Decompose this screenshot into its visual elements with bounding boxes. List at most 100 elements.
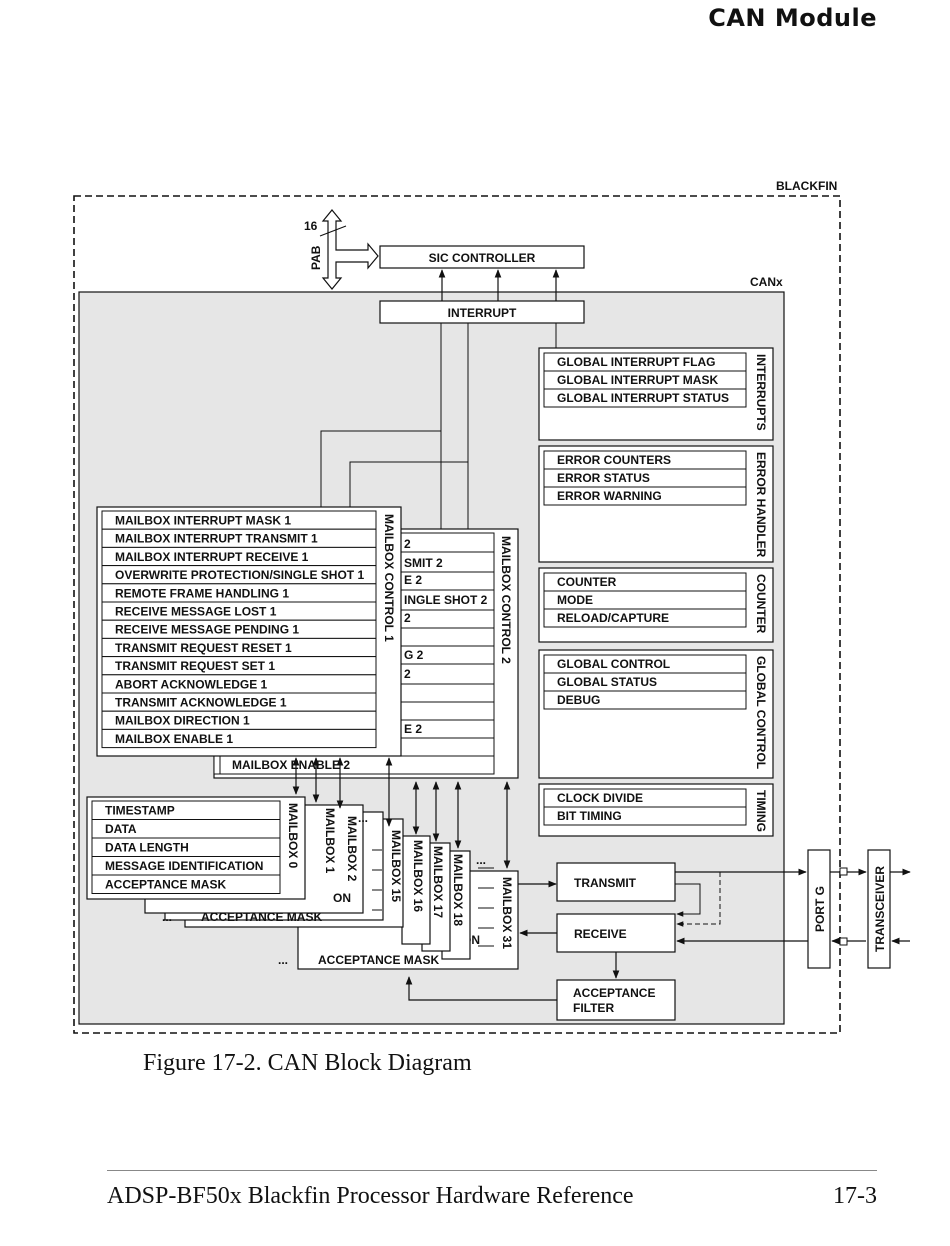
mailbox-control-1-register: OVERWRITE PROTECTION/SINGLE SHOT 1 [115,568,364,582]
mailbox-control-1-register: TRANSMIT ACKNOWLEDGE 1 [115,696,287,710]
counter-register: MODE [557,593,593,607]
loopback-dashed-line [676,872,721,927]
acceptance-filter-box [556,979,676,1021]
mailbox-card [401,835,431,945]
mailbox-control-1-register: MAILBOX ENABLE 1 [115,732,233,746]
figure-caption: Figure 17-2. CAN Block Diagram [143,1050,472,1076]
transceiver-label: TRANSCEIVER [873,866,887,952]
mailbox-control-2-fragment: SMIT 2 [404,556,443,570]
mailbox-control-1-register: TRANSMIT REQUEST SET 1 [115,659,275,673]
stack-1-ellipsis-top: ... [358,811,368,825]
canx-label: CANx [750,275,783,289]
error-handler-title: ERROR HANDLER [754,452,768,558]
interrupts-register: GLOBAL INTERRUPT MASK [557,373,718,387]
mailbox-0-field: ACCEPTANCE MASK [105,878,226,892]
interrupt-box [379,300,585,324]
mailbox-0-field-box [91,874,281,894]
sic-controller-box [379,245,585,269]
port-g-box [807,849,831,969]
counter-register-box [543,608,747,628]
mailbox-control-1-register: MAILBOX DIRECTION 1 [115,714,250,728]
transmit-internal-line [675,883,701,917]
mailbox-title: MAILBOX 1 [323,808,337,874]
mailbox-enable-2: MAILBOX ENABLE 2 [232,758,350,772]
timing-register: BIT TIMING [557,809,622,823]
mailbox-control-2-fragment: E 2 [404,573,422,587]
interrupts-register: GLOBAL INTERRUPT STATUS [557,391,729,405]
timing-title: TIMING [754,790,768,832]
mailbox-control-1-register: TRANSMIT REQUEST RESET 1 [115,641,292,655]
mailbox-control-2-fragment: G 2 [404,648,424,662]
mailbox-0-field: TIMESTAMP [105,804,175,818]
stack-2-ellipsis-bottom: ... [278,953,288,967]
mailbox-control-1-register: ABORT ACKNOWLEDGE 1 [115,677,268,691]
error-handler-register: ERROR COUNTERS [557,453,671,467]
interrupt-label: INTERRUPT [448,306,517,320]
interrupts-register-box [543,388,747,408]
footer-page-number: 17-3 [833,1183,877,1209]
sic-controller-label: SIC CONTROLLER [429,251,536,265]
mailbox-control-2-fragment: INGLE SHOT 2 [404,593,488,607]
rx-pin [839,937,848,946]
error-handler-register-box [543,486,747,506]
mailbox-control-2-fragment: 2 [404,537,411,551]
timing-register: CLOCK DIVIDE [557,791,643,805]
mailbox-title: MAILBOX 15 [389,830,403,902]
stack-1-fragment: ON [333,891,351,905]
counter-title: COUNTER [754,574,768,634]
receive-label: RECEIVE [574,927,627,941]
mailbox-control-1-register: RECEIVE MESSAGE PENDING 1 [115,623,299,637]
mailbox-title: MAILBOX 17 [431,846,445,918]
footer-title: ADSP-BF50x Blackfin Processor Hardware R… [107,1183,634,1209]
interrupts-register: GLOBAL INTERRUPT FLAG [557,355,715,369]
error-handler-register: ERROR STATUS [557,471,650,485]
mailbox-control-1-register: REMOTE FRAME HANDLING 1 [115,586,289,600]
filter-to-mailbox-arrow [405,976,557,1001]
transceiver-box [867,849,891,969]
blackfin-boundary [73,195,841,1034]
mailbox-31-acceptance-mask: ACCEPTANCE MASK [318,953,439,967]
transmit-label: TRANSMIT [574,876,637,890]
mailbox-title: MAILBOX 2 [345,816,359,882]
transmit-box [556,862,676,902]
mailbox-title: MAILBOX 16 [411,840,425,912]
mailbox-control-1-register: MAILBOX INTERRUPT TRANSMIT 1 [115,532,318,546]
mailbox-control-1-title: MAILBOX CONTROL 1 [382,514,396,642]
mailbox-control-2-fragment: 2 [404,611,411,625]
pab-bus-arrow [321,209,379,290]
acceptance-filter-label-1: ACCEPTANCE [573,986,655,1000]
irq-wire-a [320,323,442,507]
mailbox-control-1-register: MAILBOX INTERRUPT RECEIVE 1 [115,550,309,564]
mailbox-control-2-title: MAILBOX CONTROL 2 [499,536,513,664]
stack-1-acceptance-mask: ACCEPTANCE MASK [201,910,322,924]
page-header-title: CAN Module [708,4,877,32]
counter-register: COUNTER [557,575,617,589]
mailbox-0-title: MAILBOX 0 [286,803,300,869]
error-handler-register: ERROR WARNING [557,489,662,503]
stack-1-ellipsis-bottom: ... [162,910,172,924]
blackfin-label: BLACKFIN [776,179,837,193]
mailbox-control-1-register: MAILBOX INTERRUPT MASK 1 [115,514,291,528]
mailbox-31-title: MAILBOX 31 [500,877,514,949]
irq-wire-d [349,461,468,507]
tx-pin [839,867,848,876]
pab-label: PAB [309,245,323,270]
port-g-label: PORT G [813,886,827,932]
bus-width-slash [319,225,347,237]
mailbox-0-field: DATA LENGTH [105,841,189,855]
footer-divider [107,1170,877,1171]
global-control-register-box [543,690,747,710]
stack-2-ellipsis-top: ... [476,853,486,867]
timing-register-box [543,806,747,826]
global-control-register: GLOBAL STATUS [557,675,657,689]
counter-register: RELOAD/CAPTURE [557,611,669,625]
mailbox-control-1: MAILBOX CONTROL 1 MAILBOX INTERRUPT MASK… [96,506,402,757]
global-control-title: GLOBAL CONTROL [754,656,768,769]
bus-width-label: 16 [304,219,318,233]
mailbox-control-2-fragment: 2 [404,667,411,681]
mailbox-control-1-register: RECEIVE MESSAGE LOST 1 [115,605,277,619]
mailbox-title: MAILBOX 18 [451,854,465,926]
acceptance-filter-label-2: FILTER [573,1001,614,1015]
global-control-register: GLOBAL CONTROL [557,657,670,671]
